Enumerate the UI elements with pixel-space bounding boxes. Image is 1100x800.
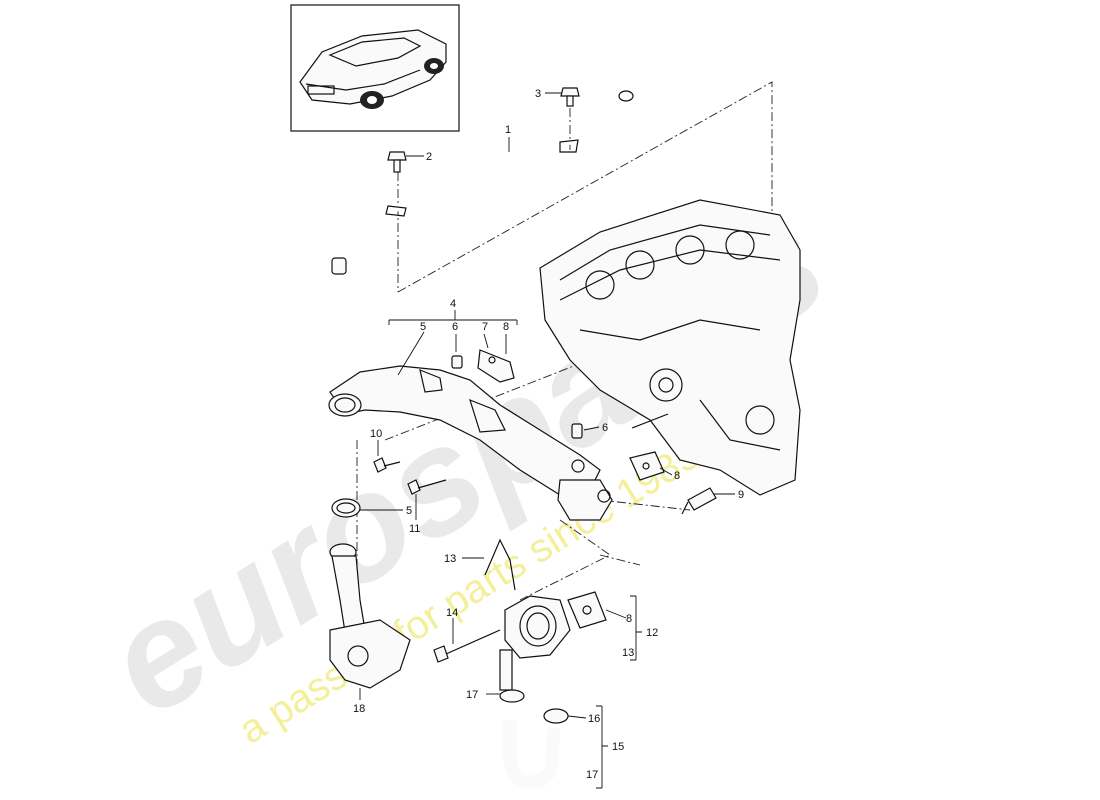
bolt-part-11 [407,479,447,495]
callout-8b: 8 [674,470,680,482]
callout-8a: 8 [503,321,509,333]
callout-5a: 5 [420,321,426,333]
callout-13b: 13 [622,647,634,659]
bolt-part-3 [560,87,580,107]
thermostat-housing-part [499,595,571,691]
callout-4: 4 [450,298,456,310]
gasket-part-8a [629,451,665,481]
coolant-pipe-part [331,90,634,275]
hose-clamp-part-17 [499,689,525,703]
callout-labels: 1 2 3 4 5 6 7 8 10 6 8 9 5 11 13 14 8 12… [353,88,744,781]
car-illustration [299,29,447,109]
callout-17b: 17 [586,769,598,781]
engine-block-part [539,199,801,496]
hose-part-15 [503,720,561,789]
callout-2: 2 [426,151,432,163]
callout-14: 14 [446,607,458,619]
callout-1: 1 [505,124,511,136]
callout-8c: 8 [626,613,632,625]
bolt-part-2 [387,151,407,173]
bolt-part-14 [433,629,501,663]
vehicle-thumbnail [290,4,460,132]
callout-15: 15 [612,741,624,753]
seal-ring-part [331,498,361,518]
callout-18: 18 [353,703,365,715]
leader-lines [359,92,735,789]
callout-10: 10 [370,428,382,440]
callout-6a: 6 [452,321,458,333]
coolant-manifold-part [328,365,613,521]
callout-17a: 17 [466,689,478,701]
gasket-part-8b [567,591,607,629]
callout-3: 3 [535,88,541,100]
hose-clamp-part-16 [543,708,569,724]
callout-9: 9 [738,489,744,501]
temperature-sensor-part [681,487,717,515]
callout-5b: 5 [406,505,412,517]
retaining-clip-part [484,538,516,591]
callout-11: 11 [409,523,420,535]
sleeve-part-6b [571,423,583,439]
callout-13a: 13 [444,553,456,565]
callout-12: 12 [646,627,658,639]
callout-16: 16 [588,713,600,725]
gasket-part-7 [477,349,515,383]
coolant-housing-part-18 [329,543,411,689]
sleeve-part-6a [451,355,463,369]
callout-6b: 6 [602,422,608,434]
callout-7: 7 [482,321,488,333]
bolt-part-10 [373,457,401,473]
